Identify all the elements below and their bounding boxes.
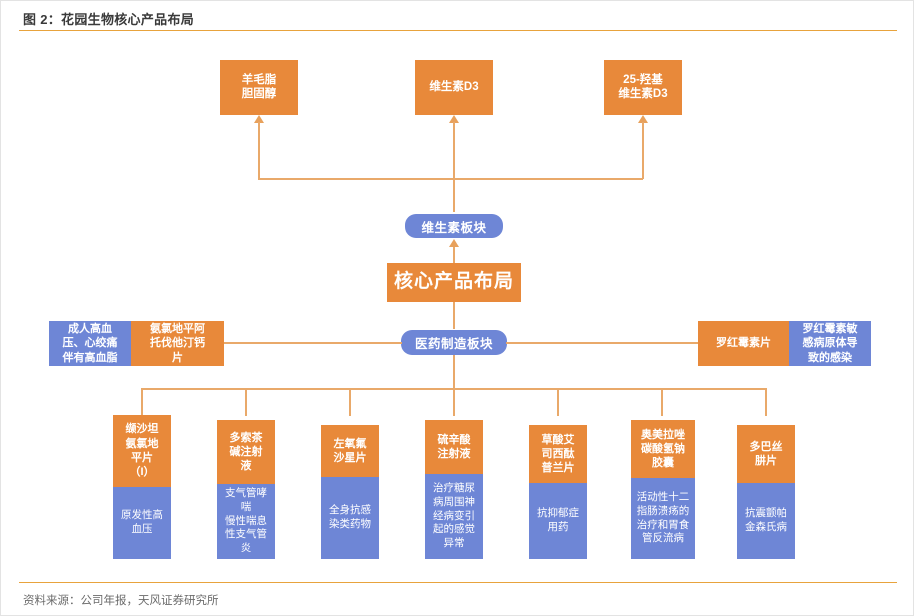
connector-top-right-stem: [642, 122, 644, 179]
arrow-up-icon-top-3: [638, 115, 648, 123]
product-card-1-name: 缬沙坦 氨氯地 平片 （I）: [113, 415, 171, 487]
connector-drop-7: [765, 388, 767, 416]
connector-drop-4: [453, 388, 455, 416]
connector-top-center-stem: [453, 122, 455, 212]
product-card-3[interactable]: 左氧氟 沙星片 全身抗感 染类药物: [321, 425, 379, 559]
arrow-up-icon-vitamin: [449, 239, 459, 247]
product-card-5-name: 草酸艾 司西酞 普兰片: [529, 425, 587, 483]
right-pair-indication[interactable]: 罗红霉素敏 感病原体导 致的感染: [789, 321, 871, 366]
segment-pharma-pill[interactable]: 医药制造板块: [401, 330, 507, 355]
connector-drop-1: [141, 388, 143, 416]
connector-pharma-to-right-pair: [506, 342, 698, 344]
top-product-box-2[interactable]: 维生素D3: [415, 60, 493, 115]
connector-top-left-stem: [258, 122, 260, 179]
product-card-4-indication: 治疗糖尿 病周围神 经病变引 起的感觉 异常: [425, 474, 483, 559]
connector-drop-3: [349, 388, 351, 416]
product-card-4[interactable]: 硫辛酸 注射液 治疗糖尿 病周围神 经病变引 起的感觉 异常: [425, 420, 483, 559]
product-card-3-indication: 全身抗感 染类药物: [321, 477, 379, 559]
product-card-7-indication: 抗震颤帕 金森氏病: [737, 483, 795, 559]
source-note: 资料来源：公司年报，天风证券研究所: [23, 595, 219, 607]
connector-core-to-vitamin: [453, 247, 455, 263]
arrow-up-icon-top-2: [449, 115, 459, 123]
product-card-2[interactable]: 多索茶 碱注射 液 支气管哮 喘 慢性喘息 性支气管 炎: [217, 420, 275, 559]
left-pair-indication[interactable]: 成人高血 压、心绞痛 伴有高血脂: [49, 321, 131, 366]
arrow-up-icon-top-1: [254, 115, 264, 123]
product-card-1[interactable]: 缬沙坦 氨氯地 平片 （I） 原发性高 血压: [113, 415, 171, 559]
product-card-6[interactable]: 奥美拉唑 碳酸氢钠 胶囊 活动性十二 指肠溃疡的 治疗和胃食 管反流病: [631, 420, 695, 559]
segment-vitamin-pill[interactable]: 维生素板块: [405, 214, 503, 238]
product-card-6-indication: 活动性十二 指肠溃疡的 治疗和胃食 管反流病: [631, 478, 695, 559]
product-card-1-indication: 原发性高 血压: [113, 487, 171, 559]
title-divider: [19, 30, 897, 31]
core-product-box[interactable]: 核心产品布局: [387, 263, 521, 302]
connector-pharma-to-left-pair: [224, 342, 402, 344]
product-card-2-indication: 支气管哮 喘 慢性喘息 性支气管 炎: [217, 484, 275, 559]
product-card-6-name: 奥美拉唑 碳酸氢钠 胶囊: [631, 420, 695, 478]
connector-pharma-down: [453, 355, 455, 389]
product-card-4-name: 硫辛酸 注射液: [425, 420, 483, 474]
connector-drop-5: [557, 388, 559, 416]
left-pair-product[interactable]: 氨氯地平阿 托伐他汀钙 片: [131, 321, 224, 366]
page-title: 图 2：花园生物核心产品布局: [23, 12, 195, 27]
product-card-5[interactable]: 草酸艾 司西酞 普兰片 抗抑郁症 用药: [529, 425, 587, 559]
product-card-7-name: 多巴丝 肼片: [737, 425, 795, 483]
product-card-5-indication: 抗抑郁症 用药: [529, 483, 587, 559]
connector-drop-6: [661, 388, 663, 416]
connector-core-to-pharma: [453, 302, 455, 329]
connector-drop-2: [245, 388, 247, 416]
top-product-box-1[interactable]: 羊毛脂 胆固醇: [220, 60, 298, 115]
product-card-3-name: 左氧氟 沙星片: [321, 425, 379, 477]
footer-divider: [19, 582, 897, 583]
top-product-box-3[interactable]: 25-羟基 维生素D3: [604, 60, 682, 115]
right-pair-product[interactable]: 罗红霉素片: [698, 321, 789, 366]
product-card-7[interactable]: 多巴丝 肼片 抗震颤帕 金森氏病: [737, 425, 795, 559]
connector-top-bus: [258, 178, 643, 180]
product-card-2-name: 多索茶 碱注射 液: [217, 420, 275, 484]
